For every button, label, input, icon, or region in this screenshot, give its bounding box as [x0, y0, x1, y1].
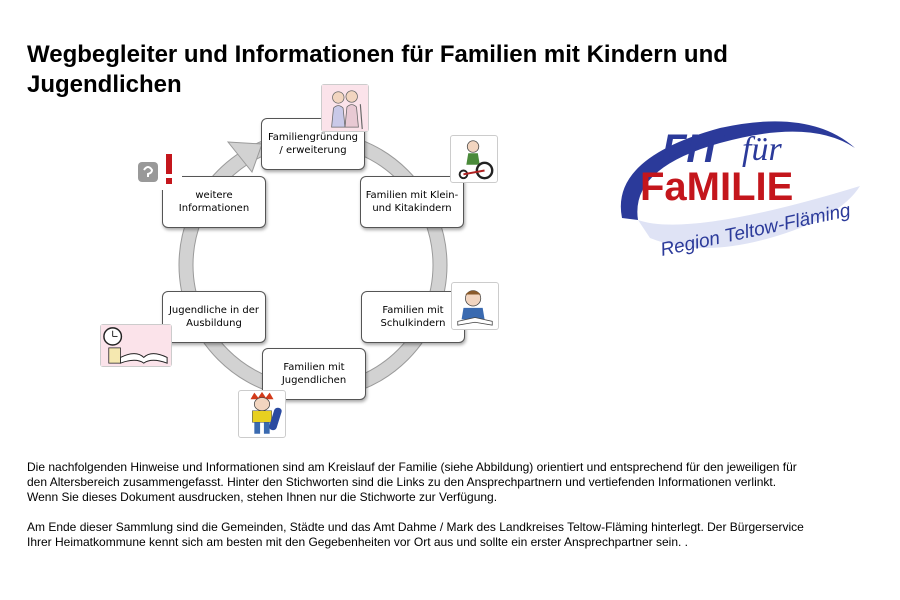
question-exclamation-icon	[136, 150, 182, 190]
fit-fuer-familie-logo: FIT für FaMILIE Region Teltow-Fläming	[610, 108, 870, 268]
page-title: Wegbegleiter und Informationen für Famil…	[27, 41, 728, 98]
grandparents-icon	[321, 84, 369, 132]
clock-book-icon	[100, 324, 172, 367]
logo-fuer: für	[742, 131, 782, 168]
intro-paragraph: Die nachfolgenden Hinweise und Informati…	[27, 460, 797, 504]
municipality-paragraph: Am Ende dieser Sammlung sind die Gemeind…	[27, 520, 804, 549]
node-klein-kitakinder[interactable]: Familien mit Klein-und Kitakindern	[360, 176, 464, 228]
teenager-skateboard-icon	[238, 390, 286, 438]
tricycle-child-icon	[450, 135, 498, 183]
cycle-arrow-icon	[226, 141, 263, 174]
logo-fit: FIT	[662, 127, 726, 171]
schoolchild-reading-icon	[451, 282, 499, 330]
logo-familie: FaMILIE	[640, 165, 793, 209]
